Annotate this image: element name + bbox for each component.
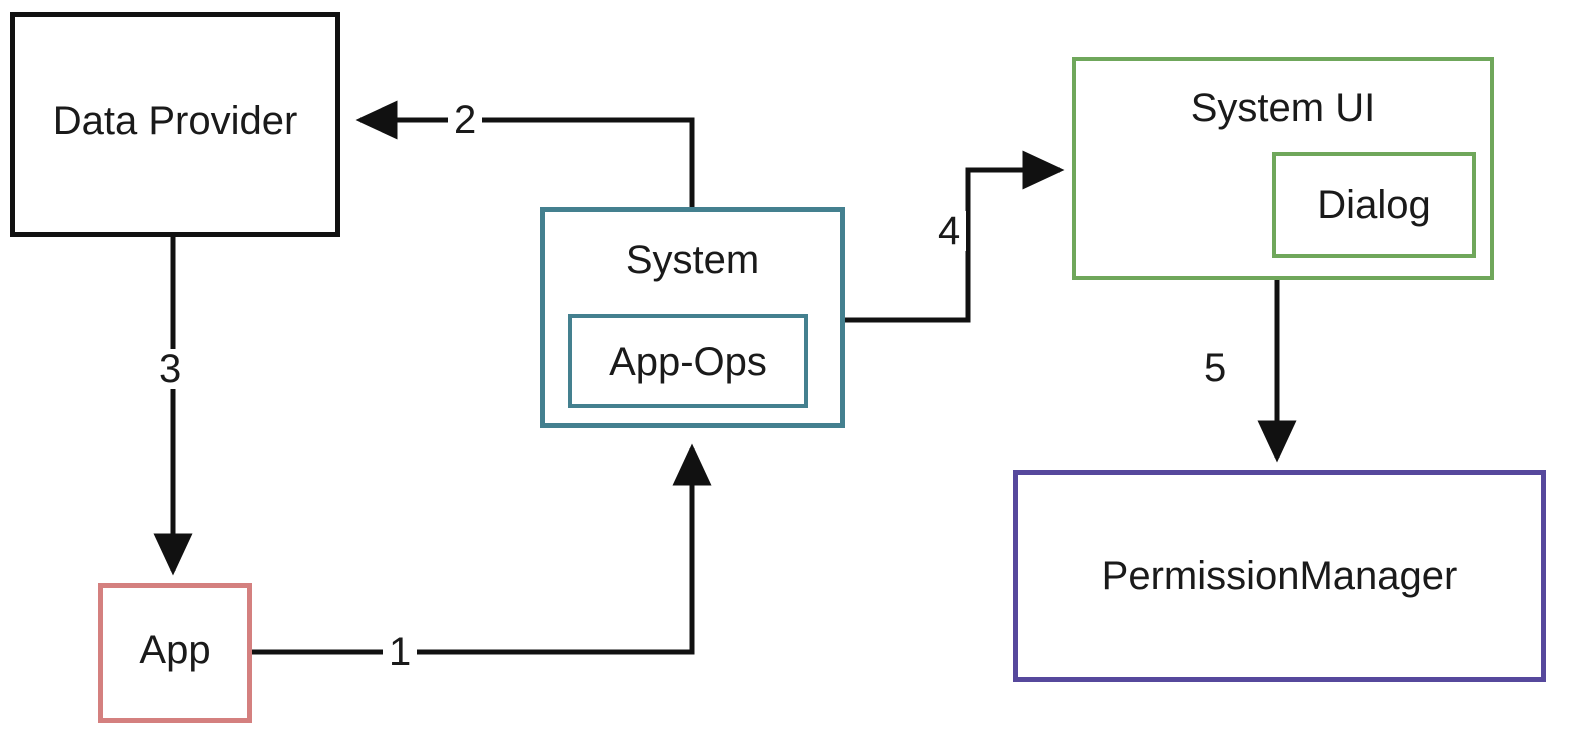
edge-4-path bbox=[845, 150, 1065, 323]
node-app-ops[interactable] bbox=[568, 314, 808, 408]
node-app[interactable] bbox=[98, 583, 252, 723]
edge-2-path bbox=[355, 100, 695, 207]
edge-label-4: 4 bbox=[932, 211, 967, 251]
node-permission-manager[interactable] bbox=[1013, 470, 1546, 682]
node-label-app-ops: App-Ops bbox=[609, 340, 767, 384]
edge-label-1: 1 bbox=[383, 632, 418, 672]
edge-label-3: 3 bbox=[153, 349, 188, 389]
node-label-permission-manager: PermissionManager bbox=[1101, 554, 1458, 598]
node-label-app: App bbox=[139, 628, 211, 672]
node-dialog[interactable] bbox=[1272, 152, 1476, 258]
edge-label-2: 2 bbox=[448, 100, 483, 140]
node-data-provider[interactable] bbox=[10, 12, 340, 237]
edge-label-5: 5 bbox=[1198, 348, 1233, 388]
node-label-data-provider: Data Provider bbox=[52, 99, 298, 143]
node-label-system-ui: System UI bbox=[1190, 86, 1376, 130]
edge-1-path bbox=[252, 443, 712, 655]
node-system[interactable] bbox=[540, 207, 845, 428]
node-label-dialog: Dialog bbox=[1317, 183, 1431, 227]
node-system-ui[interactable] bbox=[1072, 57, 1494, 280]
node-label-system: System bbox=[625, 238, 760, 282]
